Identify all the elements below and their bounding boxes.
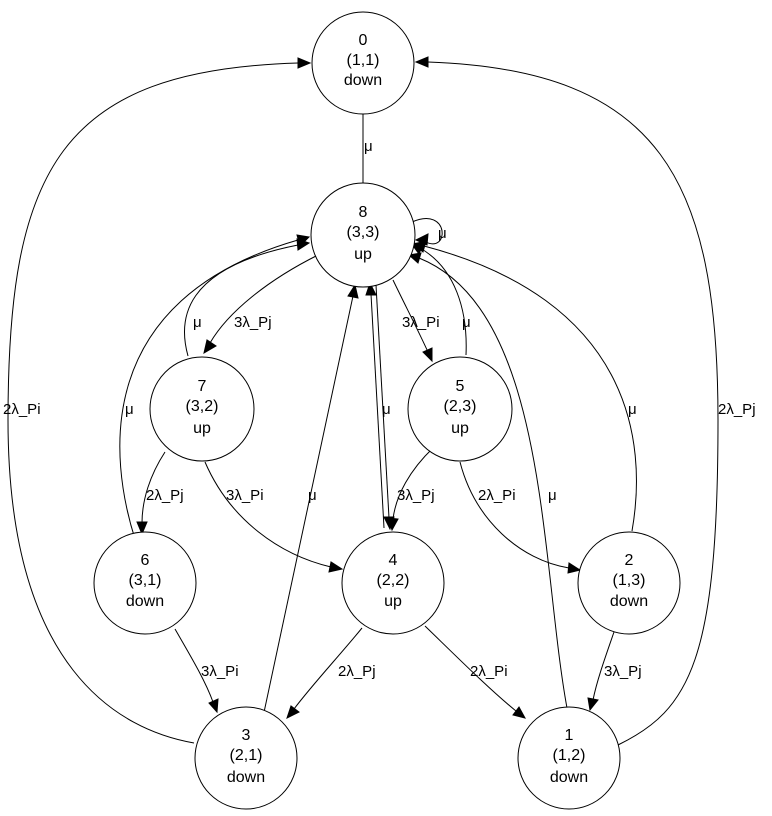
state-node-0: 0 (1,1) down xyxy=(311,11,415,115)
state-id: 2 xyxy=(625,552,634,569)
state-pair: (1,2) xyxy=(553,747,586,764)
state-status: down xyxy=(344,72,382,89)
state-id: 1 xyxy=(565,727,574,744)
state-pair: (3,3) xyxy=(347,224,380,241)
state-node-3: 3 (2,1) down xyxy=(194,706,298,810)
edge-4-8: μ xyxy=(365,281,391,529)
state-pair: (2,2) xyxy=(377,572,410,589)
state-id: 7 xyxy=(198,378,207,395)
edge-5-2: 2λ_Pi xyxy=(459,461,582,574)
edge-label: 2λ_Pi xyxy=(3,401,41,418)
edge-2-1: 3λ_Pj xyxy=(587,631,642,712)
edge-label: μ xyxy=(548,487,557,504)
edge-label: 3λ_Pj xyxy=(604,663,642,680)
state-id: 8 xyxy=(359,204,368,221)
edge-label: μ xyxy=(308,487,317,504)
state-id: 4 xyxy=(389,552,398,569)
edge-1-8: μ xyxy=(407,252,568,709)
edge-6-8: μ xyxy=(119,234,311,540)
state-status: up xyxy=(354,246,372,263)
edge-8-8: μ xyxy=(411,218,447,246)
edge-4-1: 2λ_Pi xyxy=(424,625,526,719)
state-pair: (3,1) xyxy=(129,572,162,589)
edge-label: 2λ_Pj xyxy=(338,663,376,680)
state-status: down xyxy=(126,593,164,610)
edge-label: μ xyxy=(125,401,134,418)
state-status: up xyxy=(451,420,469,437)
state-status: down xyxy=(610,593,648,610)
state-status: down xyxy=(550,769,588,786)
state-id: 0 xyxy=(359,32,368,49)
edge-label: μ xyxy=(382,401,391,418)
edge-3-8: μ xyxy=(262,283,359,718)
edge-2-8: μ xyxy=(411,240,637,532)
edge-label: 2λ_Pj xyxy=(718,401,756,418)
state-node-8: 8 (3,3) up xyxy=(310,182,416,288)
edge-5-4: 3λ_Pj xyxy=(387,447,435,532)
state-status: up xyxy=(384,593,402,610)
edge-label: μ xyxy=(628,401,637,418)
state-node-5: 5 (2,3) up xyxy=(407,356,513,462)
state-id: 3 xyxy=(242,727,251,744)
edge-label: 3λ_Pi xyxy=(201,663,239,680)
edge-label: μ xyxy=(462,314,471,331)
edge-label: μ xyxy=(193,314,202,331)
state-status: down xyxy=(227,769,265,786)
state-node-2: 2 (1,3) down xyxy=(577,531,681,635)
edge-7-4: 3λ_Pi xyxy=(204,461,344,573)
state-node-6: 6 (3,1) down xyxy=(93,531,197,635)
edge-label: μ xyxy=(438,225,447,242)
state-pair: (2,1) xyxy=(230,747,263,764)
state-pair: (3,2) xyxy=(186,398,219,415)
state-node-1: 1 (1,2) down xyxy=(517,706,621,810)
state-pair: (2,3) xyxy=(444,398,477,415)
edge-label: μ xyxy=(364,138,373,155)
state-id: 6 xyxy=(141,552,150,569)
state-node-4: 4 (2,2) up xyxy=(341,531,445,635)
edge-7-6: 2λ_Pj xyxy=(136,451,184,536)
edge-3-0: 2λ_Pi xyxy=(3,57,312,744)
state-pair: (1,3) xyxy=(613,572,646,589)
edge-8-5: 3λ_Pi xyxy=(392,279,440,363)
edge-label: 3λ_Pj xyxy=(234,314,272,331)
edge-label: 2λ_Pi xyxy=(470,663,508,680)
edge-1-0: 2λ_Pj xyxy=(414,56,756,746)
nodes: 0 (1,1) down 8 (3,3) up 7 (3,2) up 5 (2,… xyxy=(93,11,681,810)
edge-label: 3λ_Pj xyxy=(397,487,435,504)
state-status: up xyxy=(193,420,211,437)
edge-4-3: 2λ_Pj xyxy=(286,627,376,719)
state-pair: (1,1) xyxy=(347,52,380,69)
edge-label: 3λ_Pi xyxy=(402,314,440,331)
edge-5-8: μ xyxy=(409,242,471,356)
edges: μ μ 3λ_Pj μ 3λ_Pi μ xyxy=(3,56,756,746)
state-id: 5 xyxy=(456,378,465,395)
edge-label: 2λ_Pj xyxy=(146,487,184,504)
edge-6-3: 3λ_Pi xyxy=(174,628,239,714)
edge-7-8: μ xyxy=(183,238,311,357)
edge-label: 3λ_Pi xyxy=(226,487,264,504)
edge-label: 2λ_Pi xyxy=(478,487,516,504)
state-node-7: 7 (3,2) up xyxy=(149,356,255,462)
edge-8-7: 3λ_Pj xyxy=(203,254,319,355)
